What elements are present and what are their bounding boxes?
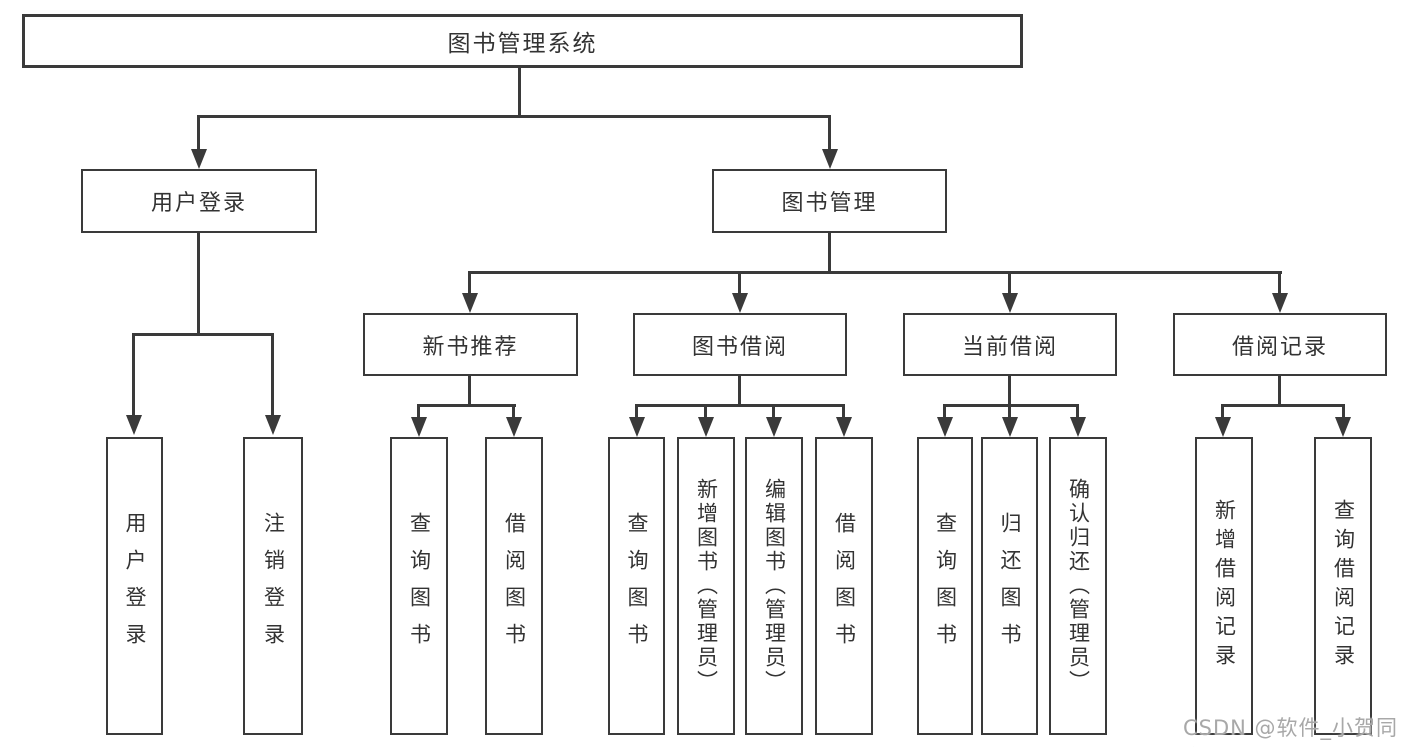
connector-line	[1278, 271, 1281, 295]
leaf-logout: 注销登录	[243, 437, 303, 735]
node-current-borrowing: 当前借阅	[903, 313, 1117, 376]
connector-line	[1008, 404, 1011, 418]
node-book-management: 图书管理	[712, 169, 947, 233]
arrowhead	[1215, 417, 1231, 437]
node-new-book-recommendation: 新书推荐	[363, 313, 578, 376]
connector-line	[738, 271, 741, 295]
arrowhead	[462, 293, 478, 313]
connector-line	[1076, 404, 1079, 418]
connector-line	[512, 404, 515, 418]
arrowhead	[265, 415, 281, 435]
arrowhead	[1002, 293, 1018, 313]
leaf-add-borrow-record: 新增借阅记录	[1195, 437, 1253, 735]
connector-line	[635, 404, 845, 407]
connector-line	[1221, 404, 1345, 407]
connector-line	[417, 404, 516, 407]
leaf-add-books-admin: 新增图书（管理员）	[677, 437, 735, 735]
connector-line	[1221, 404, 1224, 418]
arrowhead	[126, 415, 142, 435]
arrowhead	[1070, 417, 1086, 437]
leaf-return-books: 归还图书	[981, 437, 1038, 735]
arrowhead	[836, 417, 852, 437]
connector-line	[772, 404, 775, 418]
connector-line	[1342, 404, 1345, 418]
leaf-edit-books-admin: 编辑图书（管理员）	[745, 437, 803, 735]
leaf-query-books-borrowing: 查询图书	[608, 437, 665, 735]
leaf-user-login: 用户登录	[106, 437, 163, 735]
connector-line	[635, 404, 638, 418]
arrowhead	[411, 417, 427, 437]
leaf-borrow-books-recommend: 借阅图书	[485, 437, 543, 735]
node-book-borrowing: 图书借阅	[633, 313, 847, 376]
connector-line	[132, 333, 274, 336]
arrowhead	[506, 417, 522, 437]
arrowhead	[1335, 417, 1351, 437]
connector-line	[518, 68, 521, 118]
connector-line	[197, 233, 200, 336]
arrowhead	[732, 293, 748, 313]
arrowhead	[822, 149, 838, 169]
connector-line	[704, 404, 707, 418]
connector-line	[828, 233, 831, 274]
node-user-login: 用户登录	[81, 169, 317, 233]
connector-line	[468, 271, 471, 295]
arrowhead	[191, 149, 207, 169]
connector-line	[1008, 271, 1011, 295]
connector-line	[842, 404, 845, 418]
connector-line	[828, 115, 831, 151]
node-library-management-system: 图书管理系统	[22, 14, 1023, 68]
connector-line	[1278, 376, 1281, 407]
leaf-borrow-books: 借阅图书	[815, 437, 873, 735]
arrowhead	[937, 417, 953, 437]
leaf-query-books-recommend: 查询图书	[390, 437, 448, 735]
connector-line	[132, 333, 135, 417]
connector-line	[943, 404, 1079, 407]
leaf-query-books-current: 查询图书	[917, 437, 973, 735]
csdn-watermark: CSDN @软件_小贺同学	[1183, 716, 1399, 747]
connector-line	[943, 404, 946, 418]
connector-line	[468, 376, 471, 407]
arrowhead	[629, 417, 645, 437]
connector-line	[271, 333, 274, 417]
leaf-query-borrow-record: 查询借阅记录	[1314, 437, 1372, 735]
connector-line	[197, 115, 831, 118]
connector-line	[1008, 376, 1011, 407]
connector-line	[468, 271, 1282, 274]
leaf-confirm-return-admin: 确认归还（管理员）	[1049, 437, 1107, 735]
connector-line	[417, 404, 420, 418]
arrowhead	[1272, 293, 1288, 313]
arrowhead	[698, 417, 714, 437]
arrowhead	[1002, 417, 1018, 437]
arrowhead	[766, 417, 782, 437]
node-borrowing-records: 借阅记录	[1173, 313, 1387, 376]
connector-line	[197, 115, 200, 151]
connector-line	[738, 376, 741, 407]
